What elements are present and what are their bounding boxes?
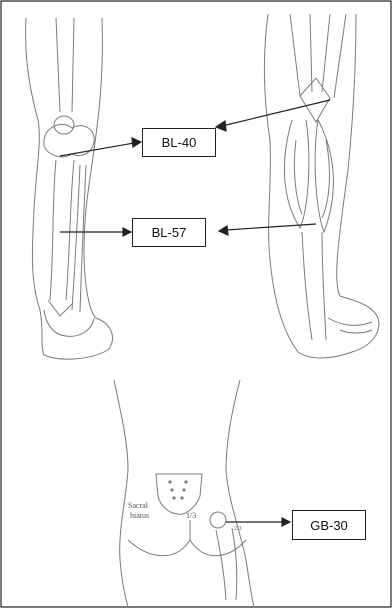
label-bl40: BL-40 — [142, 128, 216, 157]
sacral-hiatus-label-a: Sacral — [128, 501, 149, 510]
label-bl57: BL-57 — [132, 218, 206, 247]
ratio-annotation: 1/3 — [186, 511, 196, 520]
label-gb30: GB-30 — [292, 510, 366, 540]
sacral-hiatus-label-b: hiatus — [130, 511, 149, 520]
small-annotation: 2/3 — [234, 526, 242, 532]
